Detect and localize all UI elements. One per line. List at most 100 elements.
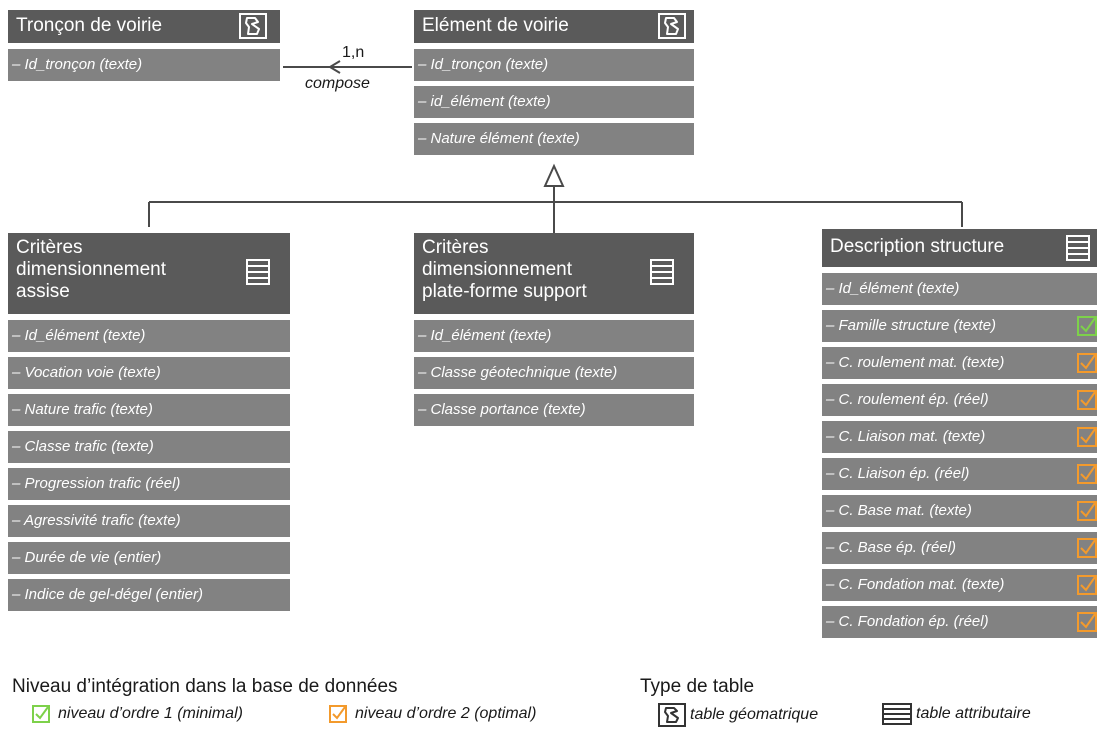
- attribute-label: – Id_tronçon (texte): [12, 56, 143, 73]
- checkbox-orange-icon: [1077, 538, 1097, 558]
- legend-level2-label: niveau d’ordre 2 (optimal): [355, 705, 537, 722]
- attribute-label: – C. roulement ép. (réel): [826, 391, 989, 408]
- attribute-row: – Nature élément (texte): [414, 123, 694, 155]
- legend-table-geometrique: table géomatrique: [658, 703, 818, 727]
- attribute-row: – Id_tronçon (texte): [414, 49, 694, 81]
- legend-level1-label: niveau d’ordre 1 (minimal): [58, 705, 243, 722]
- entity-title-line-3: assise: [16, 281, 70, 302]
- legend-geometrique-label: table géomatrique: [690, 706, 819, 723]
- attribute-row: – Famille structure (texte): [822, 310, 1097, 342]
- attribute-row: – Progression trafic (réel): [8, 468, 290, 500]
- legend-table-type-title: Type de table: [640, 676, 755, 697]
- attribute-label: – Classe trafic (texte): [12, 438, 154, 455]
- attribute-list: – Id_élément (texte) – Classe géotechniqu…: [414, 320, 694, 426]
- attribute-list: – Id_élément (texte)– Vocation voie (tex…: [8, 320, 290, 611]
- entity-criteres-assise[interactable]: Critères dimensionnement assise – Id_élé…: [8, 233, 290, 611]
- table-attributaire-icon: [650, 259, 674, 285]
- entity-title: Description structure: [830, 236, 1005, 257]
- attribute-row: – Indice de gel-dégel (entier): [8, 579, 290, 611]
- entity-troncon-de-voirie[interactable]: Tronçon de voirie – Id_tronçon (texte): [8, 10, 280, 81]
- attribute-row: – C. Liaison ép. (réel): [822, 458, 1097, 490]
- legend-table-attributaire: table attributaire: [882, 703, 1031, 725]
- entity-criteres-plateforme[interactable]: Critères dimensionnement plate-forme sup…: [414, 233, 694, 426]
- attribute-label: – C. Fondation mat. (texte): [826, 576, 1005, 593]
- checkbox-green-icon: [32, 705, 50, 723]
- attribute-label: – Id_élément (texte): [826, 280, 960, 297]
- entity-title: Tronçon de voirie: [16, 15, 163, 36]
- attribute-label: – C. roulement mat. (texte): [826, 354, 1005, 371]
- attribute-row: – Classe géotechnique (texte): [414, 357, 694, 389]
- entity-header: Tronçon de voirie: [8, 10, 280, 43]
- legend-level2: niveau d’ordre 2 (optimal): [329, 705, 536, 723]
- attribute-row: – C. Fondation ép. (réel): [822, 606, 1097, 638]
- attribute-row: – Id_élément (texte): [822, 273, 1097, 305]
- attribute-row: – Classe portance (texte): [414, 394, 694, 426]
- compose-arrowhead: [328, 60, 341, 74]
- attribute-row: – C. Base ép. (réel): [822, 532, 1097, 564]
- entity-header: Elément de voirie: [414, 10, 694, 43]
- attribute-row: – C. Base mat. (texte): [822, 495, 1097, 527]
- entity-title-line-3: plate-forme support: [422, 281, 587, 302]
- attribute-label: – C. Base mat. (texte): [826, 502, 972, 519]
- checkbox-orange-icon: [1077, 612, 1097, 632]
- attribute-label: – Agressivité trafic (texte): [12, 512, 181, 529]
- attribute-label: – C. Fondation ép. (réel): [826, 613, 989, 630]
- attribute-list: – Id_tronçon (texte): [8, 49, 280, 81]
- relation-label: compose: [305, 75, 370, 92]
- attribute-row: – Classe trafic (texte): [8, 431, 290, 463]
- entity-header: Critères dimensionnement assise: [8, 233, 290, 314]
- attribute-row: – Id_tronçon (texte): [8, 49, 280, 81]
- attribute-row: – Id_élément (texte): [8, 320, 290, 352]
- checkbox-orange-icon: [1077, 575, 1097, 595]
- relation-cardinality: 1,n: [342, 44, 365, 61]
- checkbox-orange-icon: [1077, 353, 1097, 373]
- attribute-label: – C. Liaison mat. (texte): [826, 428, 986, 445]
- attribute-row: – Nature trafic (texte): [8, 394, 290, 426]
- checkbox-orange-icon: [1077, 464, 1097, 484]
- table-geometrique-icon: [239, 13, 267, 39]
- attribute-label: – id_élément (texte): [418, 93, 551, 110]
- entity-title: Elément de voirie: [422, 15, 569, 36]
- attribute-row: – C. roulement ép. (réel): [822, 384, 1097, 416]
- attribute-row: – C. Liaison mat. (texte): [822, 421, 1097, 453]
- entity-header: Critères dimensionnement plate-forme sup…: [414, 233, 694, 314]
- attribute-label: – Classe géotechnique (texte): [418, 364, 618, 381]
- attribute-row: – Id_élément (texte): [414, 320, 694, 352]
- checkbox-orange-icon: [1077, 427, 1097, 447]
- table-geometrique-icon: [658, 13, 686, 39]
- attribute-label: – Indice de gel-dégel (entier): [12, 586, 203, 603]
- entity-title-line-2: dimensionnement: [422, 259, 572, 280]
- table-geometrique-icon: [658, 703, 686, 727]
- attribute-label: – Id_élément (texte): [12, 327, 146, 344]
- attribute-list: – Id_élément (texte) – Famille structure …: [822, 273, 1097, 638]
- entity-description-structure[interactable]: Description structure – Id_élément (text…: [822, 229, 1097, 638]
- attribute-label: – Famille structure (texte): [826, 317, 997, 334]
- entity-element-de-voirie[interactable]: Elément de voirie – Id_tronçon (texte)– …: [414, 10, 694, 155]
- attribute-label: – C. Liaison ép. (réel): [826, 465, 970, 482]
- checkbox-orange-icon: [1077, 501, 1097, 521]
- attribute-label: – Progression trafic (réel): [12, 475, 181, 492]
- legend-attributaire-label: table attributaire: [916, 705, 1031, 722]
- attribute-label: – Nature trafic (texte): [12, 401, 153, 418]
- attribute-list: – Id_tronçon (texte) – id_élément (texte)…: [414, 49, 694, 155]
- attribute-label: – Durée de vie (entier): [12, 549, 162, 566]
- attribute-row: – Durée de vie (entier): [8, 542, 290, 574]
- attribute-label: – Nature élément (texte): [418, 130, 580, 147]
- legend-integration-title: Niveau d’intégration dans la base de don…: [12, 676, 398, 697]
- attribute-label: – C. Base ép. (réel): [826, 539, 957, 556]
- table-attributaire-icon: [882, 703, 912, 725]
- table-attributaire-icon: [1066, 235, 1090, 261]
- checkbox-orange-icon: [329, 705, 347, 723]
- entity-title-line-2: dimensionnement: [16, 259, 166, 280]
- table-attributaire-icon: [246, 259, 270, 285]
- attribute-label: – Classe portance (texte): [418, 401, 586, 418]
- attribute-label: – Id_élément (texte): [418, 327, 552, 344]
- attribute-row: – C. roulement mat. (texte): [822, 347, 1097, 379]
- attribute-row: – Agressivité trafic (texte): [8, 505, 290, 537]
- inheritance-triangle-arrow: [543, 163, 565, 187]
- entity-title-line-1: Critères: [422, 237, 489, 258]
- legend-level1: niveau d’ordre 1 (minimal): [32, 705, 243, 723]
- checkbox-orange-icon: [1077, 390, 1097, 410]
- attribute-label: – Id_tronçon (texte): [418, 56, 549, 73]
